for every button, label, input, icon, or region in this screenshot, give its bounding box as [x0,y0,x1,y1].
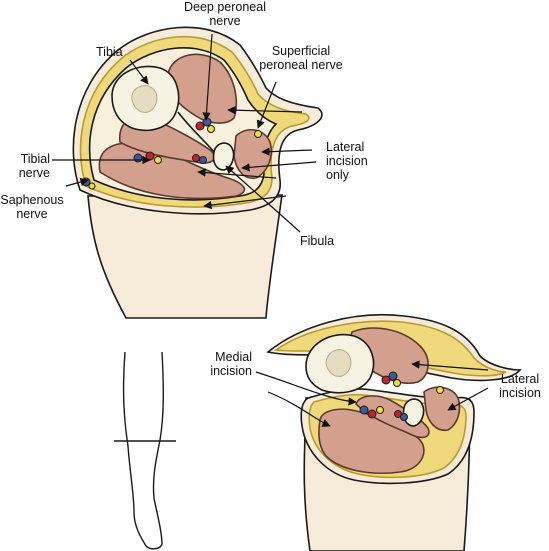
label-saphenous-nerve: Saphenous nerve [0,193,64,221]
label-lateral-incision: Lateral incision [499,372,541,400]
tibia-marrow-top [131,85,158,113]
bottom-tibial-nerve [376,406,384,414]
label-superficial-peroneal-nerve: Superficial peroneal nerve [259,44,343,72]
posterior-muscle-bottom [318,408,425,475]
label-lateral-incision-only: Lateral incision only [326,140,368,182]
deep-peroneal-nerve [207,125,215,133]
bottom-tibial-artery [367,409,377,419]
tibial-nerve [154,156,162,164]
bottom-deep-peroneal-artery [381,375,391,385]
bottom-tibial-vein [359,405,369,415]
lateral-muscle-bottom [423,386,461,432]
bottom-neurovascular [359,371,444,421]
anterior-muscle-top [167,53,238,124]
bottom-cross-section [266,313,522,551]
fibula-bone-top [212,142,235,171]
superficial-peroneal-nerve [254,130,262,138]
label-tibia: Tibia [96,45,123,59]
fibula-bone-bottom [402,398,425,427]
peroneal-artery [192,154,200,162]
deep-peroneal-artery [195,121,205,131]
interosseous-top [177,111,215,153]
label-deep-peroneal-nerve: Deep peroneal nerve [183,0,266,28]
leg-skin-top [87,194,283,319]
bottom-deep-peroneal-nerve [393,379,401,387]
top-arrows [52,33,317,233]
tibial-artery [145,151,155,161]
bottom-arrows [255,360,489,427]
tibial-vein [133,153,143,163]
saphenous-nerve [88,182,96,190]
tibia-marrow-bottom [325,349,352,377]
label-medial-incision: Medial incision [210,350,252,378]
peroneal-vein [199,156,207,164]
bottom-deep-peroneal-vein [388,371,398,381]
label-tibial-nerve: Tibial nerve [18,152,50,180]
leg-outline [114,351,176,550]
deep-posterior-muscle-bottom [355,395,430,439]
label-fibula: Fibula [300,234,335,248]
deep-peroneal-vein [202,117,212,127]
bottom-peroneal-vein [400,413,408,421]
bottom-superficial-peroneal-nerve [436,386,444,394]
top-cross-section [72,26,323,319]
